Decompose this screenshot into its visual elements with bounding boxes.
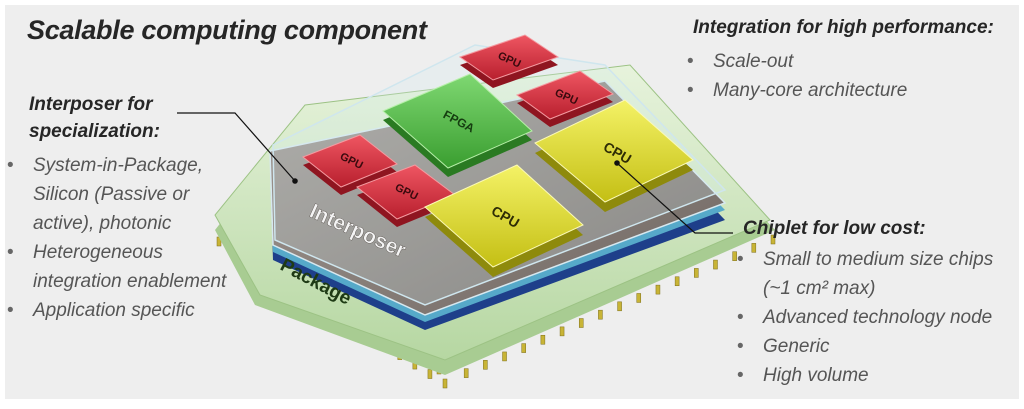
list-item: Generic bbox=[735, 332, 1019, 361]
pin bbox=[617, 301, 622, 312]
list-item: Heterogeneous integration enablement bbox=[5, 238, 250, 296]
chip-package-diagram: GPU GPU FPGA GPU GPU CPU bbox=[177, 34, 776, 389]
pin bbox=[655, 284, 661, 295]
chiplet-leader-dot bbox=[614, 160, 620, 166]
list-item: Application specific bbox=[5, 296, 250, 325]
pin bbox=[521, 343, 526, 353]
pin bbox=[559, 326, 565, 337]
list-item: High volume bbox=[735, 361, 1019, 390]
chip-fpga: FPGA bbox=[382, 73, 533, 177]
chip-cpu-2: CPU bbox=[424, 164, 584, 277]
list-item: Advanced technology node bbox=[735, 303, 1019, 332]
pin bbox=[442, 378, 448, 389]
pin bbox=[713, 259, 718, 270]
chiplet-leader-line bbox=[616, 162, 733, 234]
chip-gpu-4: GPU bbox=[356, 164, 457, 227]
chiplet-list: Small to medium size chips (~1 cm² max) … bbox=[735, 245, 1019, 390]
chip-gpu-2: GPU bbox=[515, 70, 615, 127]
pin bbox=[578, 318, 584, 328]
chip-gpu-1: GPU bbox=[458, 34, 560, 88]
slide: GPU GPU FPGA GPU GPU CPU bbox=[5, 5, 1019, 399]
pin bbox=[540, 334, 546, 345]
pin bbox=[694, 268, 699, 278]
integration-list: Scale-out Many-core architecture bbox=[685, 47, 1015, 105]
pin bbox=[427, 369, 433, 379]
pin bbox=[598, 309, 603, 320]
chip-gpu-3: GPU bbox=[302, 134, 398, 195]
pin bbox=[636, 293, 642, 303]
pin bbox=[483, 360, 488, 370]
interposer-leader-dot bbox=[292, 178, 298, 184]
pin bbox=[674, 276, 680, 287]
chiplet-heading: Chiplet for low cost: bbox=[743, 218, 926, 239]
pin bbox=[463, 368, 469, 378]
interposer-leader-line bbox=[177, 112, 296, 182]
list-item: Scale-out bbox=[685, 47, 1015, 76]
list-item: Small to medium size chips (~1 cm² max) bbox=[735, 245, 1019, 303]
chip-cpu-1: CPU bbox=[534, 99, 694, 212]
page-title: Scalable computing component bbox=[27, 15, 427, 45]
interposer-list: System-in-Package, Silicon (Passive or a… bbox=[5, 151, 250, 325]
list-item: System-in-Package, Silicon (Passive or a… bbox=[5, 151, 250, 238]
integration-heading: Integration for high performance: bbox=[693, 17, 994, 38]
pin bbox=[770, 234, 776, 245]
list-item: Many-core architecture bbox=[685, 76, 1015, 105]
leader-lines bbox=[177, 112, 733, 234]
pin bbox=[502, 351, 507, 362]
interposer-heading: Interposer for specialization: bbox=[29, 94, 160, 142]
